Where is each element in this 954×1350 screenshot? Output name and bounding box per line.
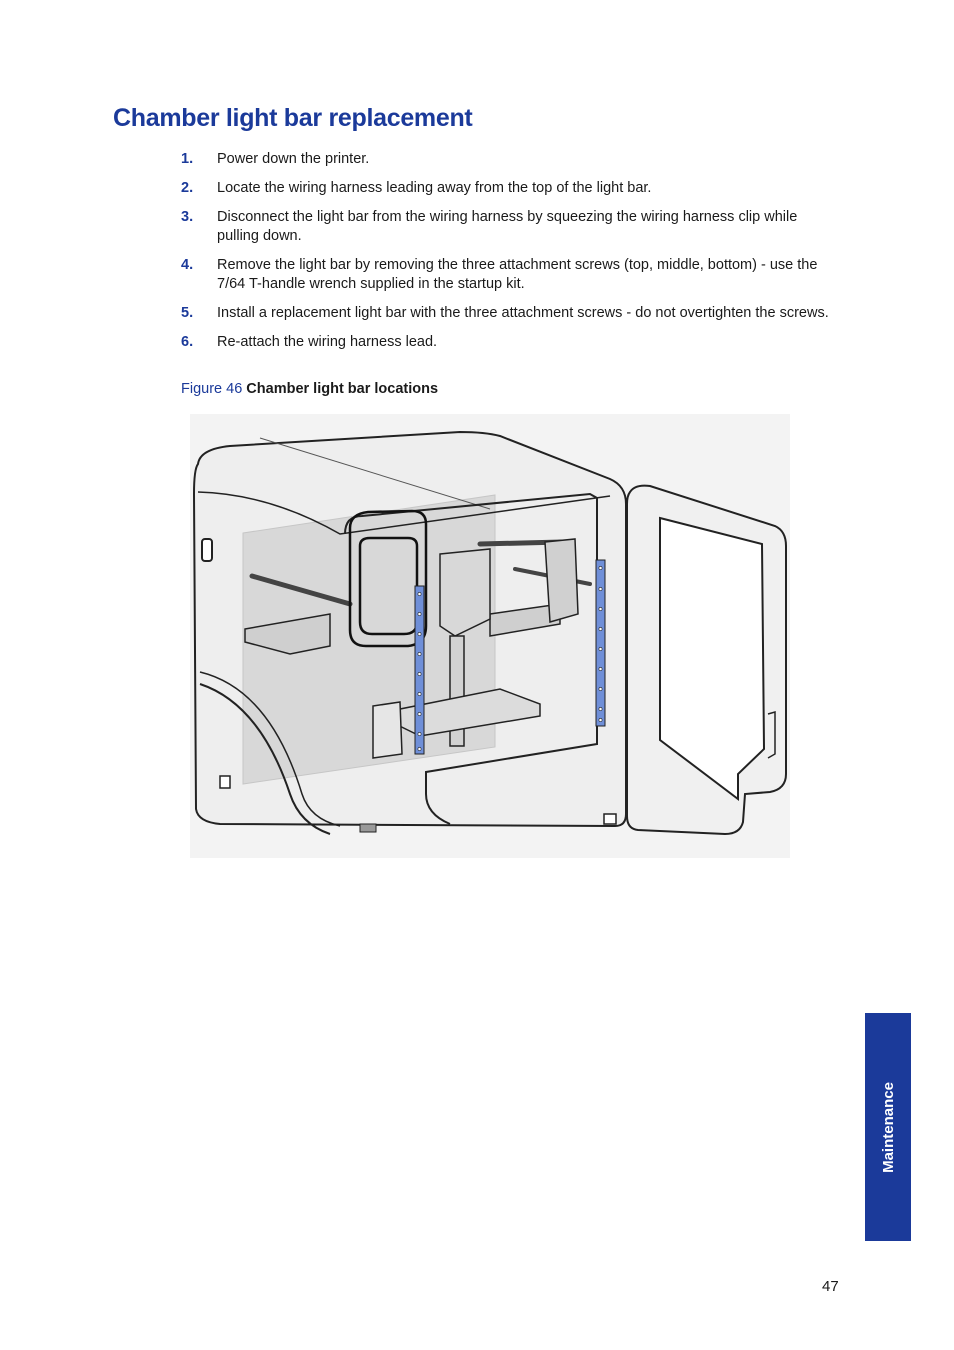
step-text: Disconnect the light bar from the wiring… xyxy=(217,209,798,244)
figure-label: Figure 46 xyxy=(181,381,243,397)
step-item: 2. Locate the wiring harness leading away… xyxy=(181,179,841,198)
step-text: Re-attach the wiring harness lead. xyxy=(217,334,438,350)
light-bar-left xyxy=(414,585,425,755)
step-text: Locate the wiring harness leading away f… xyxy=(217,180,652,196)
step-text: Remove the light bar by removing the thr… xyxy=(217,257,818,292)
step-number: 4. xyxy=(181,257,194,273)
step-number: 5. xyxy=(181,305,194,321)
page-title: Chamber light bar replacement xyxy=(113,104,473,132)
procedure-steps: 1. Power down the printer. 2. Locate the w… xyxy=(181,150,841,362)
side-tab-label: Maintenance xyxy=(879,1081,897,1173)
step-item: 3. Disconnect the light bar from the wiri… xyxy=(181,208,841,246)
page-number: 47 xyxy=(822,1278,839,1295)
step-item: 6. Re-attach the wiring harness lead. xyxy=(181,333,841,352)
section-side-tab: Maintenance xyxy=(865,1013,911,1241)
step-item: 4. Remove the light bar by removing the t… xyxy=(181,256,841,294)
step-number: 3. xyxy=(181,209,194,225)
step-text: Install a replacement light bar with the… xyxy=(217,305,829,321)
light-bar-right xyxy=(595,559,606,727)
step-item: 5. Install a replacement light bar with t… xyxy=(181,304,841,323)
step-text: Power down the printer. xyxy=(217,151,370,167)
step-number: 6. xyxy=(181,334,194,350)
step-number: 2. xyxy=(181,180,194,196)
step-number: 1. xyxy=(181,151,194,167)
printer-illustration xyxy=(190,414,790,858)
step-item: 1. Power down the printer. xyxy=(181,150,841,169)
figure-title: Chamber light bar locations xyxy=(246,381,439,397)
figure-caption: Figure 46 Chamber light bar locations xyxy=(181,381,438,397)
